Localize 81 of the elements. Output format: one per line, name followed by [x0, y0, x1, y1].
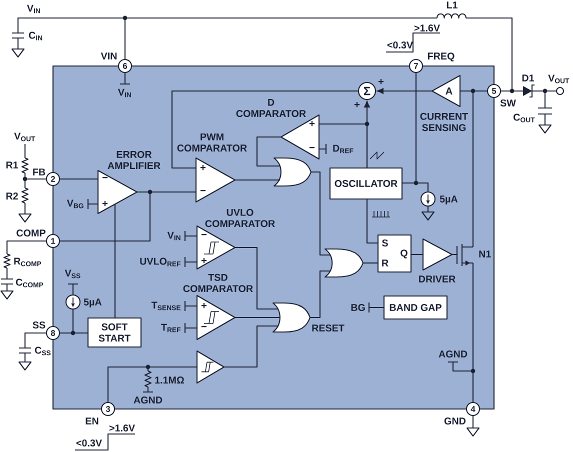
level-label: >1.6V — [109, 424, 135, 432]
component-label: R1 — [6, 162, 18, 168]
level-label: >1.6V — [414, 24, 440, 32]
connector — [532, 90, 556, 92]
connector — [411, 254, 423, 256]
component-label: L1 — [446, 2, 458, 8]
or-gate — [273, 157, 312, 187]
connector — [363, 262, 378, 264]
signal-label: T$_{SENSE}$ — [151, 302, 181, 310]
connector — [319, 123, 368, 168]
connector — [466, 17, 513, 92]
block-label: UVLO COMPARATOR — [205, 208, 275, 228]
level-label: <0.3V — [387, 41, 413, 48]
block-label: CURRENT SENSING — [420, 112, 468, 132]
pin-label: FREQ — [428, 52, 454, 62]
signal-label: BG — [351, 304, 365, 311]
signal-label: V$_{SS}$ — [64, 270, 80, 278]
connector — [72, 309, 88, 334]
connector — [402, 182, 429, 192]
connector — [256, 136, 281, 167]
value-label: 1.1MΩ — [155, 376, 184, 384]
pin-label: GND — [444, 418, 466, 424]
value-label: 5µA — [84, 298, 102, 308]
block-label: DRIVER — [419, 276, 456, 282]
pin-label: COMP — [16, 230, 46, 236]
sign-label: + — [354, 102, 360, 108]
component-label: R2 — [6, 192, 18, 200]
signal-label: V$_{OUT}$ — [548, 74, 570, 84]
component-label: C$_{COMP}$ — [16, 278, 44, 288]
connector — [171, 90, 358, 169]
component-label: C$_{OUT}$ — [514, 114, 535, 122]
block-box: OSCILLATOR — [329, 167, 403, 200]
latch-box: S R Q — [377, 234, 412, 273]
level-label: <0.3V — [76, 440, 102, 446]
block-box: SOFT START — [87, 317, 142, 348]
connector — [107, 366, 197, 402]
connector — [224, 325, 278, 368]
pin-label: EN — [86, 418, 98, 424]
or-gate — [324, 248, 364, 278]
connector — [366, 199, 378, 244]
component-label: C$_{SS}$ — [34, 346, 51, 356]
pin-label: SS — [32, 322, 46, 328]
signal-label: V$_{BG}$ — [66, 200, 84, 208]
signal-label: V$_{IN}$ — [118, 88, 131, 98]
signal-label: V$_{OUT}$ — [14, 132, 36, 142]
sign-label: + — [378, 79, 384, 84]
pin-label: FB — [33, 168, 46, 176]
signal-label: T$_{REF}$ — [161, 324, 181, 332]
block-label: ERROR AMPLIFIER — [108, 150, 160, 170]
connector — [472, 263, 474, 402]
component-label: D1 — [522, 74, 534, 82]
connector — [452, 254, 457, 256]
connector — [500, 90, 523, 92]
arrow — [376, 88, 432, 94]
signal-label: AGND — [438, 350, 468, 358]
pin-label: SW — [500, 100, 516, 106]
connector — [60, 178, 98, 180]
signal-label: V$_{IN}$ — [26, 4, 40, 14]
component-label: R$_{COMP}$ — [14, 258, 42, 266]
connector — [60, 191, 151, 242]
connector — [310, 270, 330, 318]
pin-label: VIN — [100, 52, 117, 60]
connector — [472, 90, 488, 247]
connector — [235, 179, 280, 181]
connector — [311, 171, 330, 256]
signal-label: V$_{IN}$ — [167, 232, 180, 240]
component-label: N1 — [479, 250, 491, 258]
block-box: BAND GAP — [383, 295, 448, 320]
block-label: TSD COMPARATOR — [183, 274, 253, 292]
signal-label: AGND — [134, 396, 162, 404]
connector — [124, 17, 437, 60]
connector — [114, 204, 116, 318]
signal-label: UVLO$_{REF}$ — [140, 258, 181, 266]
connector — [235, 246, 278, 310]
comparator-symbol — [196, 350, 225, 384]
block-label: PWM COMPARATOR — [177, 133, 247, 152]
value-label: 5µA — [440, 196, 458, 204]
signal-label: RESET — [312, 324, 344, 332]
signal-label: D$_{REF}$ — [333, 144, 354, 154]
summing-junction: Σ — [358, 82, 376, 100]
component-label: C$_{IN}$ — [28, 32, 42, 40]
